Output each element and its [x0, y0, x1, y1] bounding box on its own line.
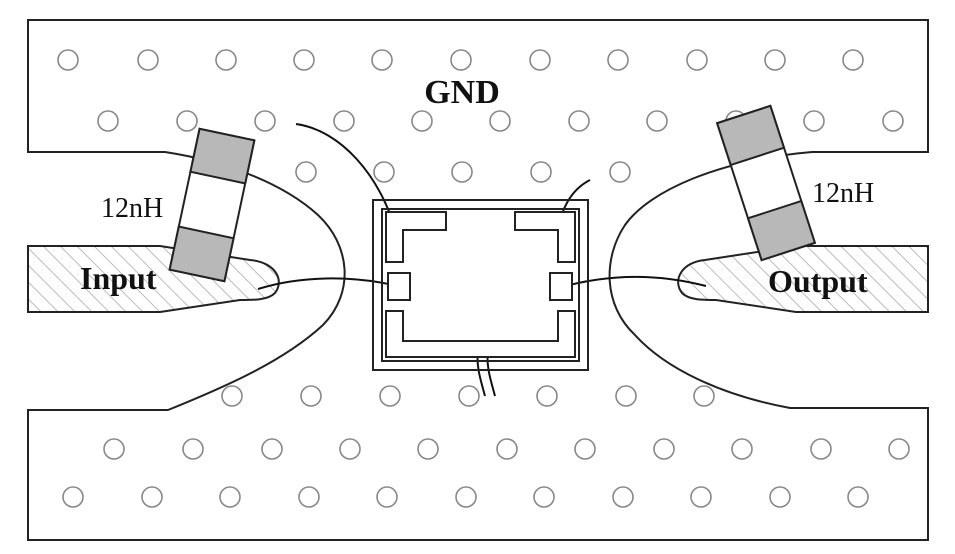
- chip-pad-gnd-left: [385, 211, 447, 263]
- via-hole: [450, 49, 472, 71]
- via-hole: [769, 486, 791, 508]
- via-array: [57, 49, 910, 508]
- via-hole: [373, 161, 395, 183]
- via-hole: [141, 486, 163, 508]
- via-hole: [686, 49, 708, 71]
- via-hole: [182, 438, 204, 460]
- via-hole: [803, 110, 825, 132]
- via-hole: [615, 385, 637, 407]
- inductor-left-label: 12nH: [101, 193, 163, 224]
- input-label: Input: [80, 260, 157, 296]
- chip-package: [372, 199, 589, 371]
- via-hole: [376, 486, 398, 508]
- via-hole: [215, 49, 237, 71]
- via-hole: [333, 110, 355, 132]
- via-hole: [57, 49, 79, 71]
- via-hole: [690, 486, 712, 508]
- chip-pad-output: [549, 272, 573, 301]
- via-hole: [451, 161, 473, 183]
- via-hole: [646, 110, 668, 132]
- via-hole: [417, 438, 439, 460]
- inductor-left: [168, 127, 256, 283]
- via-hole: [764, 49, 786, 71]
- via-hole: [653, 438, 675, 460]
- via-hole: [411, 110, 433, 132]
- via-hole: [612, 486, 634, 508]
- via-hole: [300, 385, 322, 407]
- gnd-label: GND: [424, 74, 500, 111]
- output-label: Output: [768, 263, 868, 299]
- via-hole: [137, 49, 159, 71]
- via-hole: [455, 486, 477, 508]
- chip-pad-gnd-bottom: [385, 310, 576, 358]
- via-hole: [607, 49, 629, 71]
- inductor-right: [715, 104, 817, 262]
- via-hole: [221, 385, 243, 407]
- bond-wire-output: [557, 275, 707, 289]
- chip-outer: [372, 199, 589, 371]
- chip-pad-input: [387, 272, 411, 301]
- via-hole: [379, 385, 401, 407]
- via-hole: [261, 438, 283, 460]
- via-hole: [458, 385, 480, 407]
- via-hole: [62, 486, 84, 508]
- via-hole: [568, 110, 590, 132]
- via-hole: [609, 161, 631, 183]
- via-hole: [533, 486, 555, 508]
- output-trace: [677, 245, 929, 313]
- via-hole: [219, 486, 241, 508]
- via-hole: [693, 385, 715, 407]
- chip-pad-gnd-right: [514, 211, 576, 263]
- via-hole: [176, 110, 198, 132]
- via-hole: [103, 438, 125, 460]
- via-hole: [731, 438, 753, 460]
- via-hole: [574, 438, 596, 460]
- via-hole: [888, 438, 910, 460]
- via-hole: [530, 161, 552, 183]
- via-hole: [298, 486, 320, 508]
- via-hole: [293, 49, 315, 71]
- via-hole: [496, 438, 518, 460]
- via-hole: [847, 486, 869, 508]
- chip-inner: [381, 208, 580, 362]
- via-hole: [536, 385, 558, 407]
- via-hole: [254, 110, 276, 132]
- via-hole: [97, 110, 119, 132]
- inductor-right-label: 12nH: [812, 178, 874, 209]
- via-hole: [339, 438, 361, 460]
- via-hole: [295, 161, 317, 183]
- via-hole: [371, 49, 393, 71]
- via-hole: [529, 49, 551, 71]
- via-hole: [810, 438, 832, 460]
- via-hole: [882, 110, 904, 132]
- via-hole: [842, 49, 864, 71]
- via-hole: [489, 110, 511, 132]
